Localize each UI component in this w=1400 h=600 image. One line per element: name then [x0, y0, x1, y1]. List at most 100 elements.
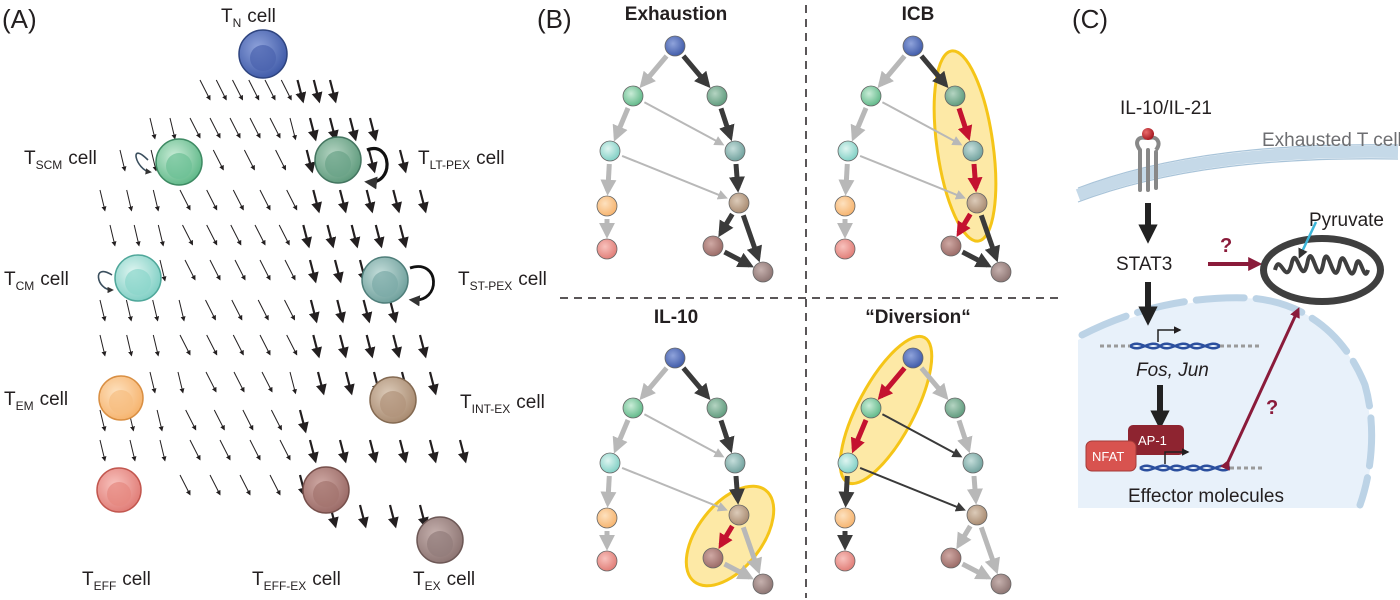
lineage-arrow: [231, 299, 243, 321]
lineage-arrow: [391, 189, 402, 214]
nfat-box: [1085, 440, 1137, 472]
mini-cell: [962, 452, 984, 474]
mini-tree-diversion: [834, 334, 1012, 595]
lineage-arrow: [254, 224, 266, 246]
pyruvate-arrow: [1298, 221, 1318, 259]
lineage-arrow: [99, 189, 107, 212]
lineage-arrow: [307, 259, 319, 284]
lineage-arrow: [259, 334, 271, 356]
transition-arrow: [639, 54, 669, 89]
lineage-arrow: [189, 117, 201, 139]
mini-tree-exhaustion: [596, 35, 774, 283]
lineage-arrow: [99, 334, 107, 357]
panel-c: (C) Exhausted T cell IL-10/IL-21 STAT3 ?: [1072, 4, 1400, 509]
lineage-arrow: [367, 439, 379, 464]
lineage-arrow: [332, 259, 344, 284]
transition-arrow: [859, 466, 966, 512]
mini-cell: [962, 140, 984, 162]
cytokine-label: IL-10/IL-21: [1120, 98, 1212, 119]
mini-cell: [966, 504, 988, 526]
transition-arrow: [718, 212, 735, 238]
cell-tscm: [155, 138, 203, 186]
lineage-arrow: [397, 224, 409, 249]
transition-arrow: [956, 107, 973, 141]
pyruvate-label: Pyruvate: [1309, 210, 1384, 231]
cell-tn: [238, 29, 288, 79]
transition-arrow: [961, 249, 992, 268]
lineage-arrow: [99, 299, 107, 322]
lineage-arrow: [152, 334, 160, 357]
lineage-arrow: [232, 79, 243, 101]
lineage-arrow: [391, 334, 402, 359]
lineage-arrow: [387, 299, 399, 324]
nuclear-envelope: [1078, 294, 1376, 509]
ap1-label: AP-1: [1138, 433, 1167, 448]
panel-a-arrow-field: [99, 79, 469, 529]
mini-cell: [752, 261, 774, 283]
lineage-arrow: [327, 117, 339, 142]
mini-cell: [724, 452, 746, 474]
lineage-arrow: [387, 504, 399, 529]
lineage-arrow: [205, 371, 217, 393]
transition-arrow: [881, 413, 963, 458]
stat3-label: STAT3: [1116, 254, 1172, 275]
lineage-arrow: [289, 117, 297, 141]
mini-cell: [664, 347, 686, 369]
transition-arrow: [850, 107, 869, 142]
lineage-arrow: [169, 117, 177, 140]
effector-mitochondrion-arrow: [1220, 307, 1300, 471]
mini-cell: [966, 192, 988, 214]
lineage-arrow: [126, 189, 134, 212]
lineage-arrow: [427, 439, 439, 464]
lineage-arrow: [286, 189, 298, 211]
lineage-arrow: [417, 334, 429, 359]
lineage-arrow: [259, 189, 271, 211]
mini-cell: [706, 85, 728, 107]
lineage-arrow: [311, 79, 323, 104]
transition-arrow: [967, 163, 983, 193]
transition-arrow: [850, 419, 869, 454]
lineage-arrow: [109, 224, 117, 247]
transition-arrow: [639, 366, 669, 401]
lineage-arrow: [257, 299, 269, 321]
mini-cell: [944, 397, 966, 419]
transition-arrow: [718, 107, 735, 142]
mini-cell: [990, 573, 1012, 595]
transition-arrow: [877, 54, 907, 89]
lineage-arrow: [261, 371, 273, 393]
lineage-arrow: [311, 334, 322, 359]
lineage-arrow: [269, 117, 281, 139]
tltpex-self-renewal-arrow: [364, 146, 389, 190]
nfat-label: NFAT: [1092, 449, 1124, 464]
lineage-arrow: [213, 409, 225, 431]
lineage-arrow: [337, 189, 349, 214]
mini-cell: [860, 85, 882, 107]
lineage-arrow: [232, 334, 244, 356]
transition-arrow: [600, 163, 617, 196]
question-mark-2: ?: [1266, 397, 1278, 419]
cell-tcm: [114, 254, 162, 302]
panel-b-letter: (B): [537, 4, 572, 34]
transition-arrow: [978, 214, 1000, 263]
lineage-arrow: [209, 117, 221, 139]
mini-cell: [596, 238, 618, 260]
lineage-arrow: [457, 439, 469, 464]
transition-arrow: [919, 54, 949, 89]
lineage-arrow: [264, 79, 276, 101]
transition-arrow: [612, 107, 631, 142]
lineage-arrow: [301, 224, 312, 249]
lineage-arrow: [249, 117, 261, 139]
transition-arrow: [728, 475, 745, 505]
cell-tintex: [369, 376, 417, 424]
quadrant-title-il10: IL-10: [654, 307, 698, 328]
transition-arrow: [978, 526, 1000, 575]
lineage-arrow: [278, 224, 290, 246]
lineage-arrow: [347, 117, 359, 142]
transition-arrow: [718, 419, 735, 454]
lineage-arrow: [270, 409, 282, 431]
mini-cell: [596, 195, 618, 217]
